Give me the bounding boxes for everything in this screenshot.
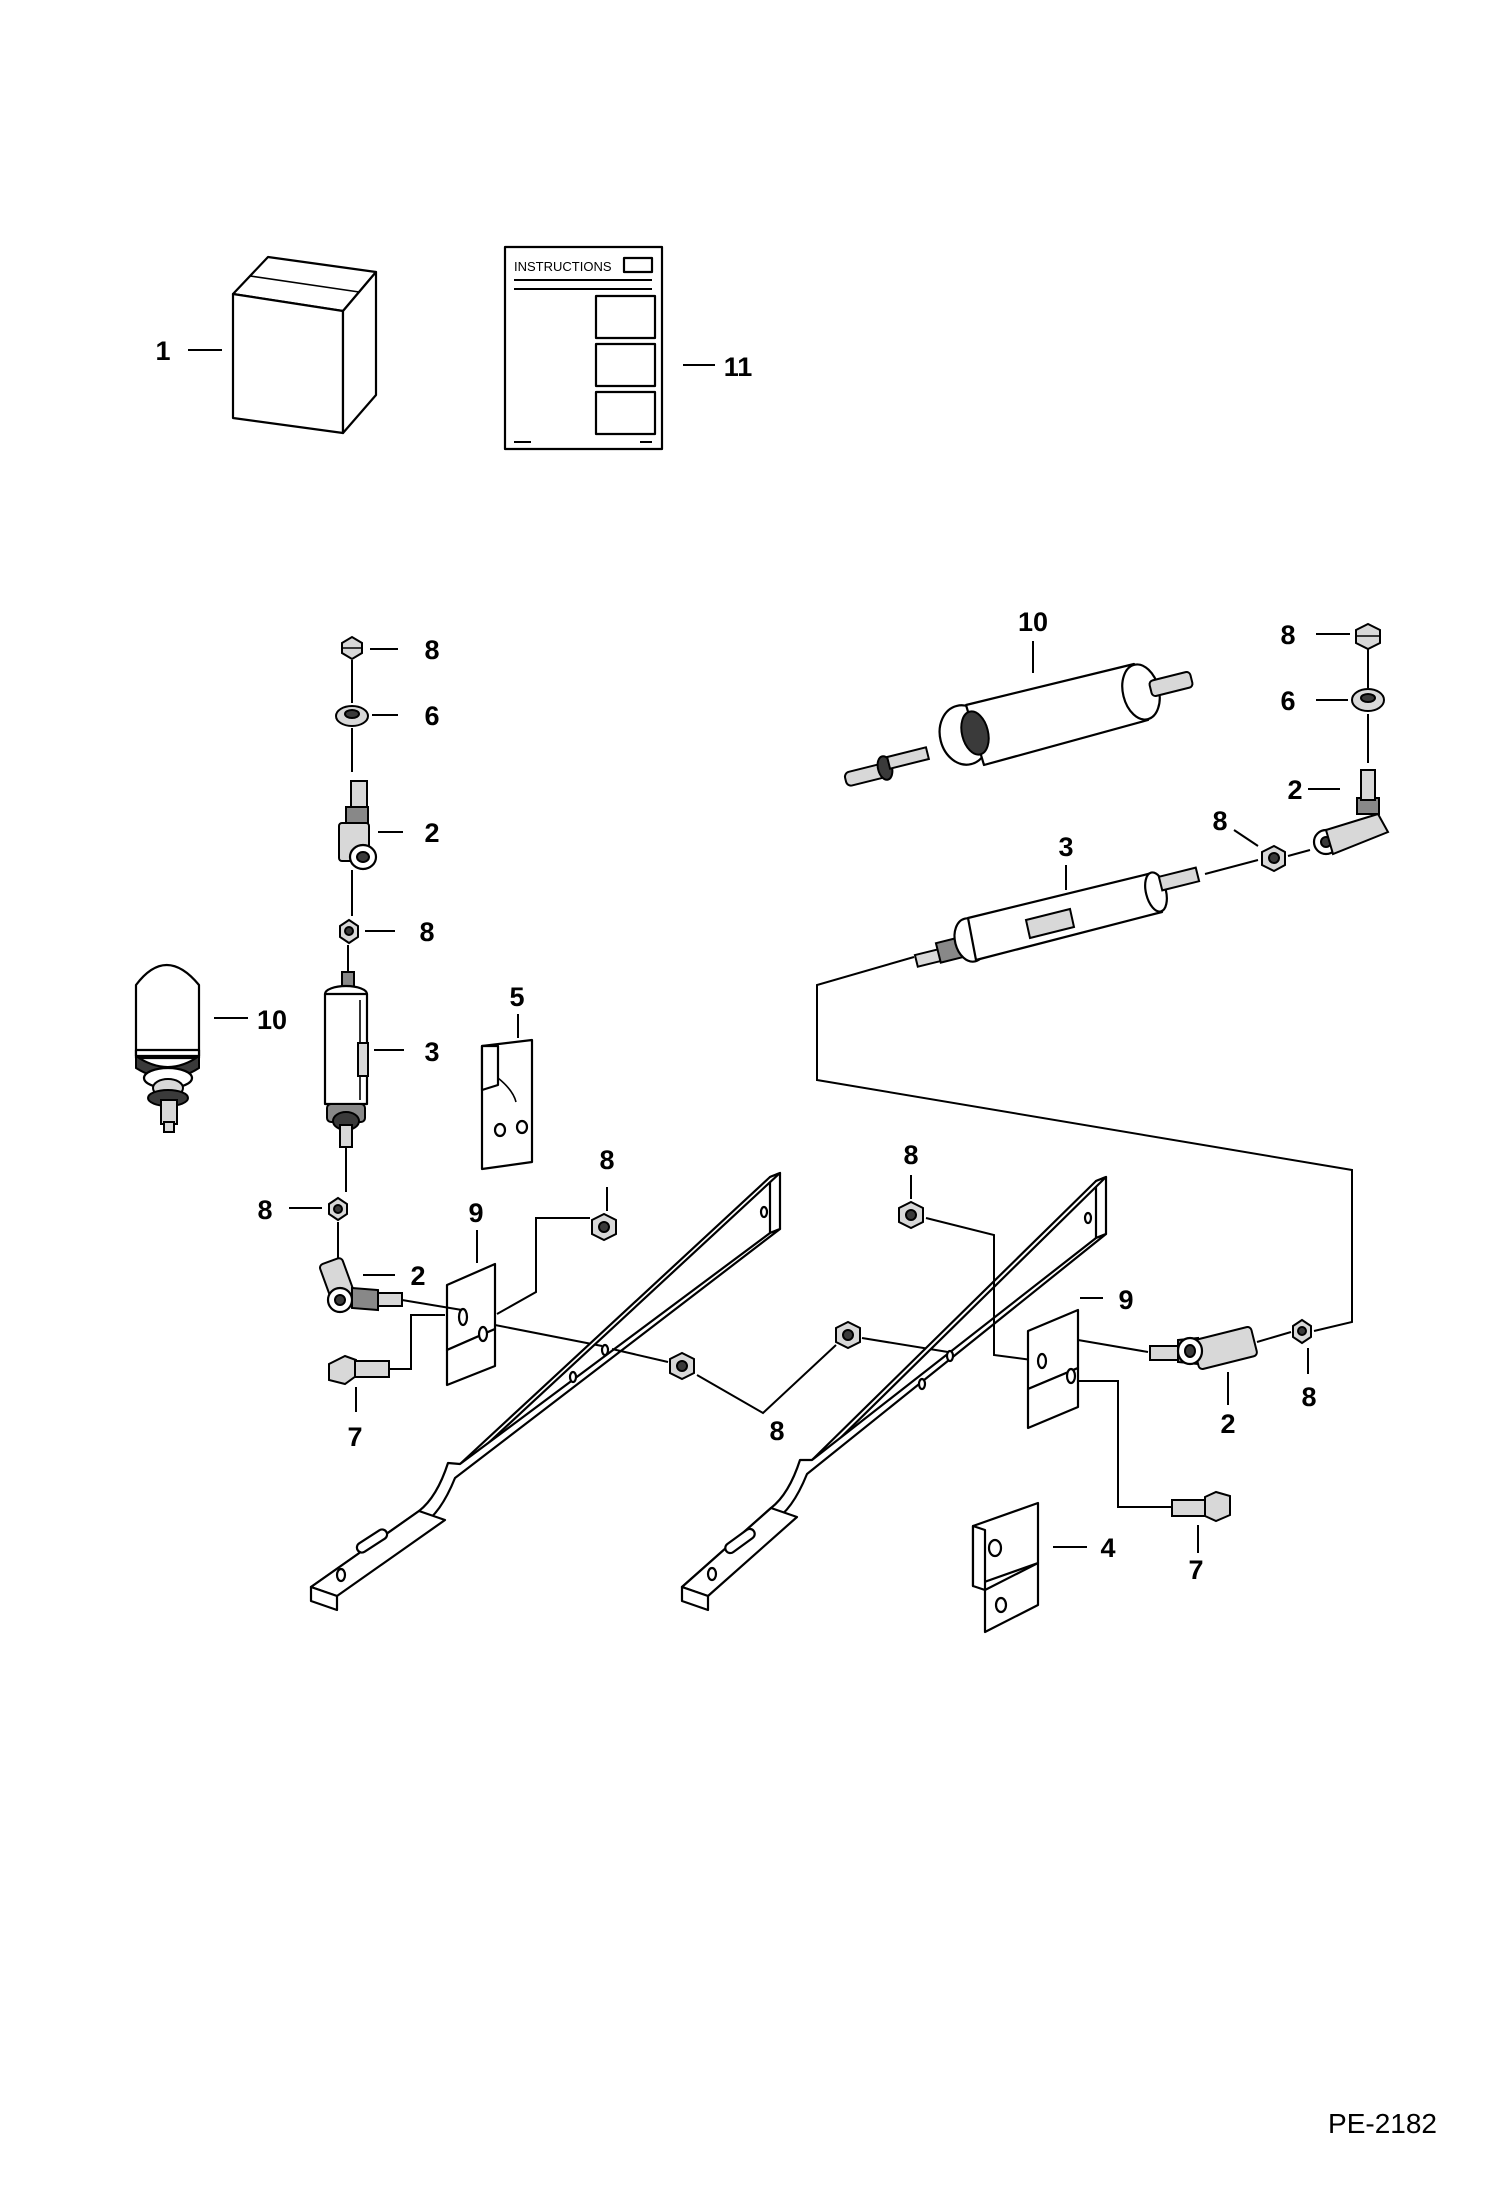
gas-spring-horizontal bbox=[913, 866, 1201, 968]
callout-bolt: 7 bbox=[347, 1422, 362, 1452]
callout-nut: 8 bbox=[424, 635, 439, 665]
hex-nut bbox=[591, 1212, 617, 1242]
kit-box bbox=[231, 255, 378, 435]
damper-vertical bbox=[134, 963, 201, 1133]
ball-stud bbox=[319, 1257, 403, 1314]
callout-damper: 10 bbox=[257, 1005, 287, 1035]
callout-washer: 6 bbox=[424, 701, 439, 731]
hex-nut bbox=[1261, 844, 1286, 873]
callout-washer: 6 bbox=[1280, 686, 1295, 716]
callout-bracket: 9 bbox=[468, 1198, 483, 1228]
mounting-rail bbox=[680, 1175, 1108, 1612]
callout-instructions: 11 bbox=[724, 352, 753, 382]
ball-stud bbox=[338, 780, 378, 871]
gas-spring-vertical bbox=[323, 971, 369, 1148]
mounting-rail bbox=[309, 1171, 782, 1612]
callout-nut: 8 bbox=[599, 1145, 614, 1175]
washer bbox=[1351, 688, 1385, 712]
hex-nut bbox=[341, 635, 363, 661]
callout-nut: 8 bbox=[769, 1416, 784, 1446]
callout-gas-spring: 3 bbox=[1058, 832, 1073, 862]
callout-kit-box: 1 bbox=[155, 336, 170, 366]
callout-nut: 8 bbox=[1280, 620, 1295, 650]
washer bbox=[335, 705, 369, 727]
callout-bracket: 9 bbox=[1118, 1285, 1133, 1315]
instructions-header: INSTRUCTIONS bbox=[514, 259, 612, 274]
hex-nut bbox=[835, 1320, 861, 1350]
mounting-plate bbox=[971, 1501, 1040, 1634]
hex-nut bbox=[328, 1196, 348, 1222]
callout-bolt: 7 bbox=[1188, 1555, 1203, 1585]
ball-stud bbox=[1149, 1326, 1258, 1370]
angle-bracket bbox=[1026, 1308, 1080, 1430]
hex-nut bbox=[1355, 622, 1381, 651]
ball-stud bbox=[1312, 769, 1390, 856]
hex-bolt bbox=[1171, 1490, 1231, 1523]
callout-nut: 8 bbox=[257, 1195, 272, 1225]
hex-nut bbox=[669, 1351, 695, 1381]
hex-bolt bbox=[328, 1354, 390, 1386]
callout-nut: 8 bbox=[1301, 1382, 1316, 1412]
callout-gas-spring: 3 bbox=[424, 1037, 439, 1067]
mounting-plate bbox=[480, 1038, 534, 1171]
callout-ball-stud: 2 bbox=[410, 1261, 425, 1291]
callout-nut: 8 bbox=[419, 917, 434, 947]
callout-nut: 8 bbox=[1212, 806, 1227, 836]
callout-ball-stud: 2 bbox=[1220, 1409, 1235, 1439]
damper-horizontal bbox=[843, 662, 1194, 787]
callout-ball-stud: 2 bbox=[1287, 775, 1302, 805]
callout-plate: 5 bbox=[509, 982, 524, 1012]
angle-bracket bbox=[445, 1262, 497, 1387]
callout-ball-stud: 2 bbox=[424, 818, 439, 848]
drawing-code: PE-2182 bbox=[1328, 2108, 1437, 2139]
callout-plate: 4 bbox=[1100, 1533, 1115, 1563]
instructions-manual: INSTRUCTIONS bbox=[503, 245, 664, 451]
callout-damper: 10 bbox=[1018, 607, 1048, 637]
hex-nut bbox=[1292, 1318, 1312, 1345]
hex-nut bbox=[339, 918, 359, 945]
hex-nut bbox=[898, 1200, 924, 1230]
callout-nut: 8 bbox=[903, 1140, 918, 1170]
